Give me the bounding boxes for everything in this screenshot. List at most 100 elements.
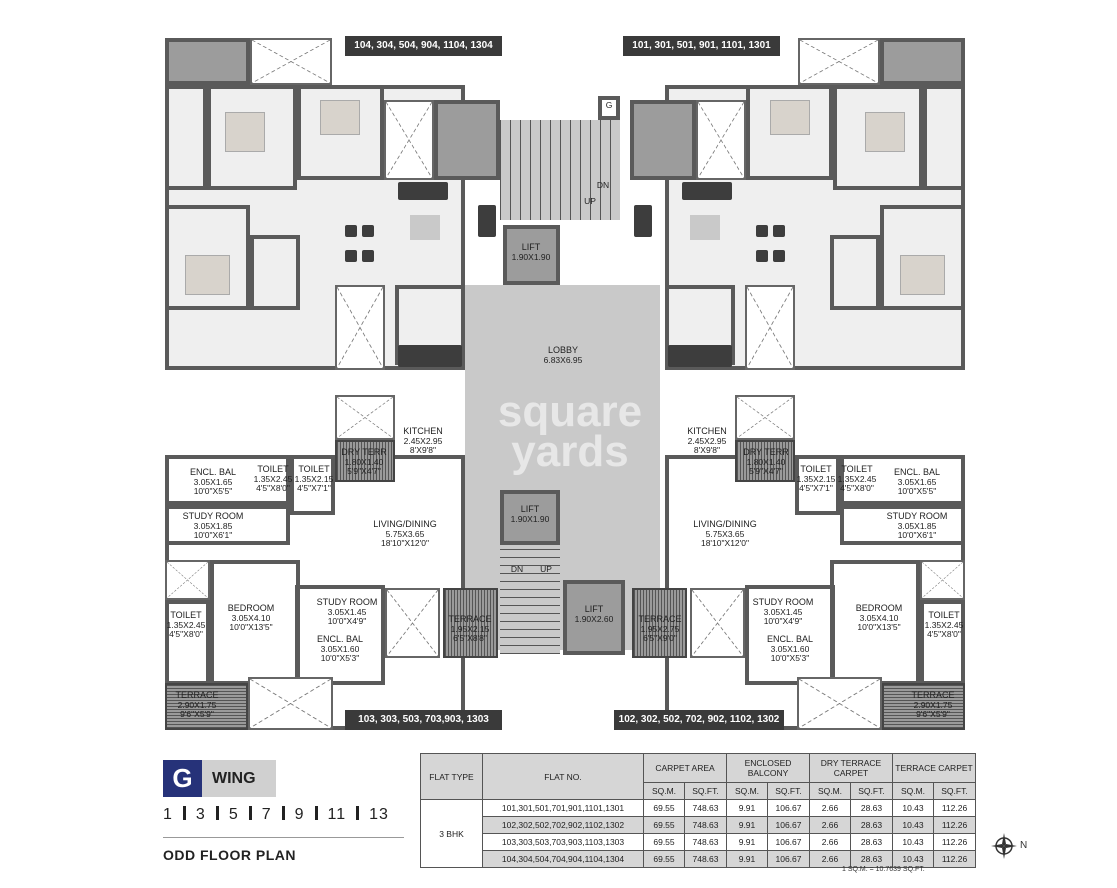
floor-number: 5 xyxy=(228,806,239,823)
flat-no-cell: 103,303,503,703,903,1103,1303 xyxy=(482,833,644,851)
header-sqm: SQ.M. xyxy=(643,782,685,800)
bottom-shaft-4-left xyxy=(248,677,333,730)
value-cell: 112.26 xyxy=(933,833,976,851)
separator xyxy=(314,806,318,820)
header-terrace: TERRACE CARPET xyxy=(892,753,976,783)
value-cell: 9.91 xyxy=(726,816,768,834)
bottom-shaft-left xyxy=(335,395,395,440)
terrace-1-right xyxy=(632,588,687,658)
label-line: TERRACE xyxy=(911,690,955,700)
kitchen-counter-left xyxy=(398,345,462,367)
lift-top xyxy=(503,225,560,285)
header-sqft: SQ.FT. xyxy=(850,782,893,800)
value-cell: 9.91 xyxy=(726,799,768,817)
staircase-top xyxy=(500,120,620,220)
bed-right-3 xyxy=(900,255,945,295)
value-cell: 69.55 xyxy=(643,799,685,817)
stair-up-label: UP xyxy=(584,196,596,206)
bottom-shaft-2-right xyxy=(920,560,965,600)
stair-dn-label: DN xyxy=(596,180,610,190)
label-line: TOILET xyxy=(841,464,873,474)
top-toilet-right xyxy=(923,85,965,190)
label-line: 2.45X2.95 xyxy=(403,435,443,446)
label-line: 6'5"X8'8" xyxy=(453,633,487,643)
bottom-shaft-3-left xyxy=(385,588,440,658)
label-line: 2.90X1.75 xyxy=(177,699,217,710)
compass-north-label: N xyxy=(1020,840,1028,851)
label-line: 3.05X1.45 xyxy=(763,606,803,617)
plan-title: ODD FLOOR PLAN xyxy=(163,847,296,863)
separator xyxy=(182,806,186,820)
value-cell: 106.67 xyxy=(767,816,810,834)
label-line: 4'5"X7'1" xyxy=(297,483,331,493)
value-cell: 9.91 xyxy=(726,833,768,851)
staircase-bottom xyxy=(500,548,560,654)
g-marker-label: G xyxy=(605,100,613,110)
value-cell: 10.43 xyxy=(892,799,934,817)
separator xyxy=(356,806,360,820)
label-line: 8'X9'8" xyxy=(693,445,721,455)
value-cell: 10.43 xyxy=(892,833,934,851)
label-line: 4'5"X8'0" xyxy=(169,629,203,639)
header-sqft: SQ.FT. xyxy=(684,782,727,800)
top-shaft-2-right xyxy=(696,100,746,180)
label-line: 5'9"X4'7" xyxy=(749,466,783,476)
conversion-note: 1 SQ.M. = 10.7639 SQ.FT. xyxy=(842,866,925,873)
chair xyxy=(345,225,357,237)
value-cell: 748.63 xyxy=(684,799,727,817)
label-line: STUDY ROOM xyxy=(886,511,948,521)
label-line: 3.05X1.45 xyxy=(327,606,367,617)
bottom-shaft-3-right xyxy=(690,588,745,658)
encl-bal-left xyxy=(165,455,290,505)
bed-left xyxy=(225,112,265,152)
floor-number: 3 xyxy=(195,806,206,823)
label-line: 1.35X2.45 xyxy=(837,473,877,484)
study-encl-bal-left xyxy=(295,585,385,685)
label-line: LIFT xyxy=(521,242,541,252)
label-line: STUDY ROOM xyxy=(752,597,814,607)
label-line: BEDROOM xyxy=(855,603,903,613)
label-line: 1.95X2.15 xyxy=(450,623,490,634)
label-line: 5.75X3.65 xyxy=(705,528,745,539)
label-line: 1.35X2.45 xyxy=(924,619,964,630)
label-line: 4'5"X7'1" xyxy=(799,483,833,493)
value-cell: 2.66 xyxy=(809,816,851,834)
bed-right xyxy=(865,112,905,152)
label-line: 2.90X1.75 xyxy=(913,699,953,710)
toilet-1-left xyxy=(290,455,335,515)
g-marker-box xyxy=(598,96,620,120)
header-sqft: SQ.FT. xyxy=(767,782,810,800)
flat-tag-top-right: 101, 301, 501, 901, 1101, 1301 xyxy=(623,36,780,56)
header-dry-terrace: DRY TERRACE CARPET xyxy=(809,753,893,783)
label-line: 1.95X2.75 xyxy=(640,623,680,634)
label-line: 10'0"X6'1" xyxy=(193,530,233,540)
header-sqm: SQ.M. xyxy=(809,782,851,800)
armchair-right xyxy=(634,205,652,237)
top-shaft-3-left xyxy=(335,285,385,370)
sofa-right xyxy=(682,182,732,200)
sofa-left xyxy=(398,182,448,200)
value-cell: 2.66 xyxy=(809,833,851,851)
top-shaft-left xyxy=(250,38,332,85)
value-cell: 748.63 xyxy=(684,816,727,834)
study-room-1-right xyxy=(840,505,965,545)
label-line: 1.90X1.90 xyxy=(510,513,550,524)
label-line: 3.05X1.60 xyxy=(320,643,360,654)
label-line: TOILET xyxy=(800,464,832,474)
value-cell: 69.55 xyxy=(643,850,685,868)
value-cell: 9.91 xyxy=(726,850,768,868)
